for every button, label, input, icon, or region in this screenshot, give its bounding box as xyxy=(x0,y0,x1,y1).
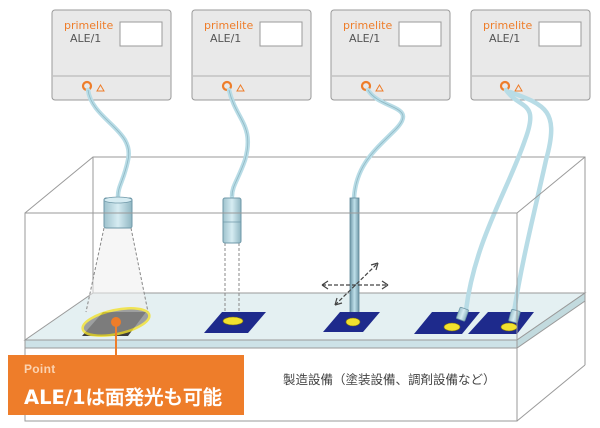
unit-display xyxy=(398,21,442,47)
point-callout: Point ALE/1は面発光も可能 xyxy=(8,355,244,415)
fiber-cable-outlines xyxy=(87,89,404,199)
unit-brand-label: primelite xyxy=(343,19,392,32)
callout-dot xyxy=(111,317,121,327)
warning-triangle-icon xyxy=(96,84,105,92)
unit-display xyxy=(259,21,303,47)
unit-model-label: ALE/1 xyxy=(489,32,520,45)
equipment-box-back xyxy=(24,156,586,293)
equipment-label: 製造設備（塗装設備、調剤設備など） xyxy=(283,372,496,387)
light-unit-2: primelite ALE/1 xyxy=(191,9,312,101)
warning-triangle-icon xyxy=(375,84,384,92)
fiber-cable-4b xyxy=(507,89,554,315)
xyz-motion-arrows-icon xyxy=(321,262,389,306)
unit-model-label: ALE/1 xyxy=(70,32,101,45)
light-spot xyxy=(222,316,244,326)
light-spot xyxy=(345,317,361,327)
fiber-cable-3 xyxy=(351,87,406,201)
light-unit-4: primelite ALE/1 xyxy=(470,9,591,101)
unit-model-label: ALE/1 xyxy=(349,32,380,45)
light-spot-2 xyxy=(500,322,518,332)
unit-display xyxy=(119,21,163,47)
probe-head xyxy=(222,197,242,244)
light-cone xyxy=(86,228,148,312)
unit-display xyxy=(538,21,582,47)
fiber-cables xyxy=(85,87,554,315)
callout-point-label: Point xyxy=(24,362,56,376)
callout-connector xyxy=(111,317,121,358)
mini-probe-1 xyxy=(456,306,469,322)
warning-triangle-icon xyxy=(236,84,245,92)
fiber-cable-4a xyxy=(463,87,533,313)
light-unit-1: primelite ALE/1 xyxy=(51,9,172,101)
light-spot-1 xyxy=(443,322,461,332)
fiber-cable-2 xyxy=(226,87,251,199)
unit-brand-label: primelite xyxy=(483,19,532,32)
unit-brand-label: primelite xyxy=(204,19,253,32)
light-cone-edge-left xyxy=(85,227,105,313)
callout-headline: ALE/1は面発光も可能 xyxy=(24,386,223,409)
probe-rod xyxy=(349,197,360,321)
light-unit-3: primelite ALE/1 xyxy=(330,9,451,101)
light-cone-edge-right xyxy=(130,227,149,313)
probe-movable-rod xyxy=(321,197,389,332)
probe-spot-illumination xyxy=(204,197,266,333)
unit-model-label: ALE/1 xyxy=(210,32,241,45)
probe-top-rim xyxy=(103,196,133,204)
unit-brand-label: primelite xyxy=(64,19,113,32)
warning-triangle-icon xyxy=(514,84,523,92)
equipment-box-front xyxy=(24,156,586,422)
